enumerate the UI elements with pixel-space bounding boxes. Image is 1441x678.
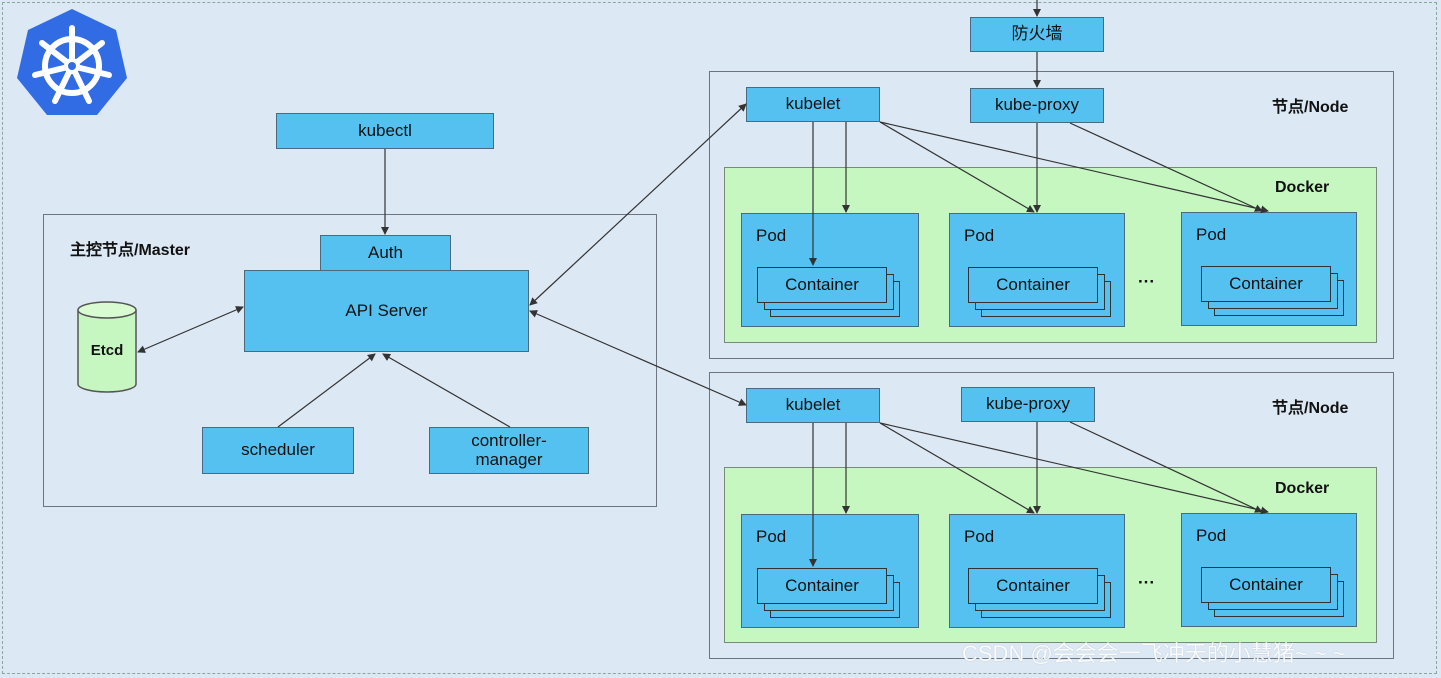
pod-box: Pod Container <box>741 514 919 628</box>
kube-proxy-box: kube-proxy <box>961 387 1095 422</box>
kubectl-label: kubectl <box>358 120 412 140</box>
pod-box: Pod Container <box>741 213 919 327</box>
kubelet-label: kubelet <box>785 395 841 415</box>
container-box: Container <box>968 568 1098 604</box>
docker-label: Docker <box>1275 179 1330 196</box>
pod-box: Pod Container <box>1181 212 1357 326</box>
scheduler-box: scheduler <box>202 427 354 474</box>
auth-label: Auth <box>368 242 403 262</box>
master-label: 主控节点/Master <box>70 242 191 259</box>
kube-proxy-label: kube-proxy <box>994 95 1080 115</box>
container-box: Container <box>1201 567 1331 603</box>
node-label: 节点/Node <box>1272 99 1349 116</box>
container-label: Container <box>785 576 859 595</box>
etcd-cylinder: Etcd <box>76 300 138 394</box>
container-label: Container <box>785 275 859 294</box>
container-label: Container <box>1229 274 1303 293</box>
api-server-label: API Server <box>345 300 428 320</box>
watermark: CSDN @会会会一飞冲天的小慧猪~ ~ ~ <box>962 641 1346 666</box>
controller-manager-box: controller- manager <box>429 427 589 474</box>
pod-box: Pod Container <box>1181 513 1357 627</box>
pod-label: Pod <box>964 226 995 245</box>
node-group <box>709 372 1394 659</box>
database-cylinder-icon <box>77 301 137 393</box>
api-server-box: API Server <box>244 270 529 352</box>
pod-label: Pod <box>964 527 995 546</box>
controller-manager-label-line1: controller- <box>471 430 547 450</box>
ellipsis: ··· <box>1138 573 1155 592</box>
container-box: Container <box>968 267 1098 303</box>
container-box: Container <box>757 568 887 604</box>
kubelet-label: kubelet <box>785 94 841 114</box>
etcd-label: Etcd <box>90 342 124 359</box>
pod-box: Pod Container <box>949 514 1125 628</box>
auth-box: Auth <box>320 235 451 271</box>
container-label: Container <box>996 576 1070 595</box>
container-label: Container <box>1229 575 1303 594</box>
kubelet-box: kubelet <box>746 87 880 122</box>
kube-proxy-label: kube-proxy <box>985 394 1071 414</box>
kubernetes-helm-icon <box>17 9 127 115</box>
container-label: Container <box>996 275 1070 294</box>
firewall-label: 防火墙 <box>1011 24 1063 44</box>
container-box: Container <box>1201 266 1331 302</box>
container-box: Container <box>757 267 887 303</box>
controller-manager-label-line2: manager <box>475 449 543 469</box>
pod-label: Pod <box>756 226 787 245</box>
docker-label: Docker <box>1275 480 1330 497</box>
kubernetes-logo <box>14 6 130 118</box>
kubectl-box: kubectl <box>276 113 494 149</box>
pod-label: Pod <box>1196 526 1227 545</box>
ellipsis: ··· <box>1138 272 1155 291</box>
node-label: 节点/Node <box>1272 400 1349 417</box>
scheduler-label: scheduler <box>241 440 315 460</box>
pod-box: Pod Container <box>949 213 1125 327</box>
firewall-box: 防火墙 <box>970 17 1104 52</box>
pod-label: Pod <box>756 527 787 546</box>
kube-proxy-box: kube-proxy <box>970 88 1104 123</box>
kubelet-box: kubelet <box>746 388 880 423</box>
pod-label: Pod <box>1196 225 1227 244</box>
